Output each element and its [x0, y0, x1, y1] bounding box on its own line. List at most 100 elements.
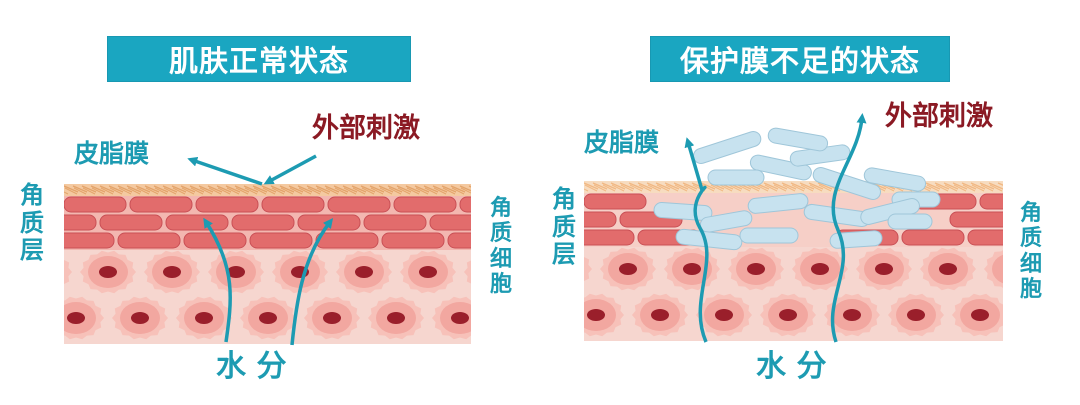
cell-nucleus: [907, 309, 925, 321]
sebum-fiber: [935, 184, 949, 192]
corneocyte: [967, 229, 1003, 246]
sebum-fiber: [352, 187, 366, 195]
sebum-fiber: [306, 185, 322, 193]
left-stratum-corneum-label: 角 质 层: [14, 181, 50, 265]
sebum-fiber: [99, 185, 115, 193]
corneocyte: [381, 232, 445, 249]
sebum-fiber: [315, 185, 331, 193]
damaged-skin-title: 保护膜不足的状态: [650, 36, 950, 82]
sebum-fiber: [790, 182, 806, 190]
sebum-fiber: [610, 182, 626, 190]
corneocyte: [429, 214, 471, 231]
sebum-fiber: [459, 185, 471, 192]
sebum-fiber: [289, 187, 303, 195]
right-corneocytes-text: 角 质 细 胞: [1019, 201, 1042, 302]
sebum-fiber: [817, 182, 833, 190]
sebum-fiber: [388, 187, 402, 195]
sebum-fiber: [424, 187, 438, 195]
cell-nucleus: [971, 309, 989, 321]
sebum-fiber: [261, 185, 277, 193]
sebum-fiber: [225, 185, 241, 193]
corneocyte: [901, 229, 965, 246]
sebum-fiber: [980, 184, 994, 192]
cell-membrane: [64, 260, 72, 284]
sebum-fiber: [126, 185, 142, 193]
sebum-fiber: [423, 185, 439, 193]
sebum-fiber: [943, 182, 959, 190]
sebum-fiber: [181, 187, 195, 195]
sebum-fiber: [288, 185, 304, 193]
sebum-fiber: [746, 184, 760, 192]
irritant-capsule: [749, 154, 812, 181]
sebum-fiber: [244, 187, 258, 195]
left-sebum-arrow: [187, 156, 263, 186]
sebum-fiber: [665, 184, 679, 192]
corneocyte: [195, 196, 259, 213]
cell-nucleus: [419, 266, 437, 278]
irritant-capsule: [812, 166, 881, 200]
sebum-fiber: [298, 187, 312, 195]
sebum-fiber: [628, 182, 644, 190]
normal-corneocytes: [64, 196, 471, 249]
sebum-fiber: [755, 184, 769, 192]
sebum-fiber: [664, 182, 680, 190]
sebum-fiber: [925, 182, 941, 190]
corneocyte: [584, 211, 617, 228]
cell-membrane: [464, 260, 471, 284]
sebum-fiber: [997, 182, 1003, 186]
cell-nucleus: [683, 263, 701, 275]
normal-skin-cross-section: [64, 184, 471, 344]
cell-nucleus: [651, 309, 669, 321]
right-stratum-corneum-text: 角 质 层: [552, 185, 576, 269]
sebum-fiber: [415, 187, 429, 195]
sebum-fiber: [782, 184, 796, 192]
irritant-capsule: [767, 127, 829, 152]
corneocyte: [584, 193, 647, 210]
sebum-fiber: [397, 187, 411, 195]
corneocyte: [327, 196, 391, 213]
sebum-fiber: [82, 187, 96, 195]
sebum-fiber: [620, 184, 634, 192]
damaged-cells: [584, 247, 1003, 337]
corneocyte: [584, 229, 635, 246]
sebum-fiber: [647, 184, 661, 192]
sebum-fiber: [216, 185, 232, 193]
sebum-fiber: [772, 182, 788, 190]
left-moisture-label: 水 分: [216, 349, 287, 384]
sebum-fiber: [442, 187, 456, 195]
sebum-fiber: [737, 184, 751, 192]
sebum-fiber: [989, 184, 1003, 192]
corneocyte: [949, 211, 1003, 228]
left-external-stimulus-label: 外部刺激: [312, 113, 420, 144]
cell-nucleus: [259, 312, 277, 324]
sebum-fiber: [280, 187, 294, 195]
sebum-fiber: [208, 187, 222, 195]
left-corneocytes-text: 角 质 细 胞: [489, 196, 512, 297]
sebum-fiber: [162, 185, 178, 193]
sebum-fiber: [414, 185, 430, 193]
sebum-fiber: [324, 185, 340, 193]
cell-nucleus: [451, 312, 469, 324]
corneocyte: [64, 214, 97, 231]
sebum-fiber: [800, 184, 814, 192]
sebum-fiber: [243, 185, 259, 193]
sebum-fiber: [970, 182, 986, 190]
sebum-fiber: [361, 187, 375, 195]
sebum-fiber: [198, 185, 214, 193]
sebum-fiber: [700, 182, 716, 190]
cell-nucleus: [195, 312, 213, 324]
sebum-fiber: [763, 182, 779, 190]
right-sebum-film-label: 皮脂膜: [584, 128, 660, 157]
sebum-fiber: [971, 184, 985, 192]
corneocyte: [64, 196, 127, 213]
corneocyte: [64, 232, 115, 249]
sebum-fiber: [638, 184, 652, 192]
sebum-fiber: [764, 184, 778, 192]
sebum-fiber: [369, 185, 385, 193]
sebum-fiber: [953, 184, 967, 192]
sebum-fiber: [135, 185, 151, 193]
sebum-fiber: [199, 187, 213, 195]
corneocyte: [979, 193, 1003, 210]
external-irritants: [653, 127, 941, 251]
